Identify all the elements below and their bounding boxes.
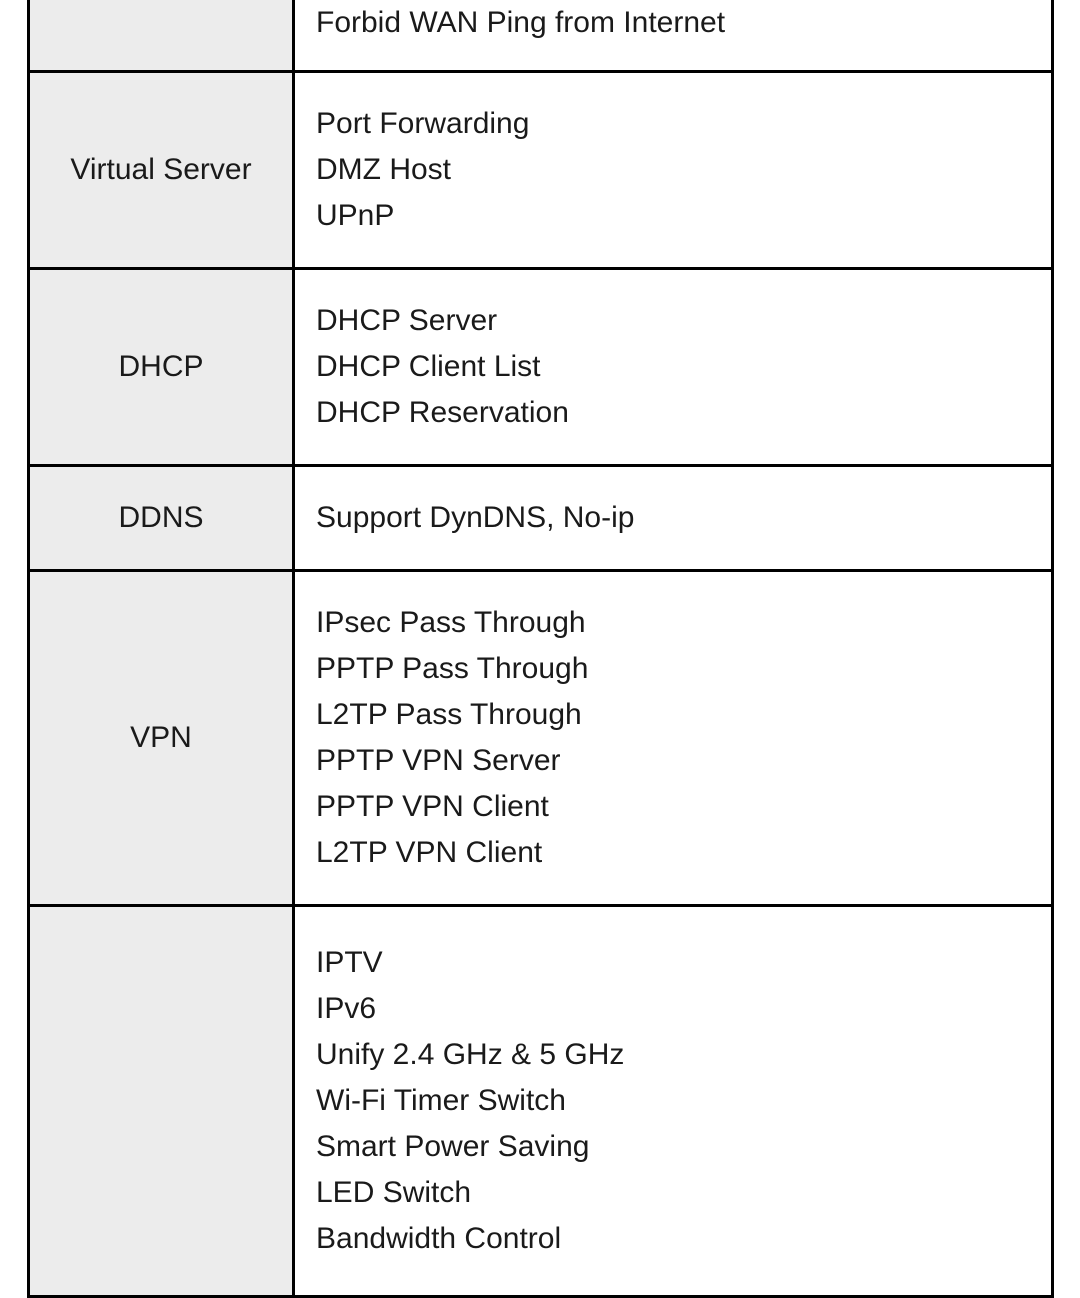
spec-item: IPv6 [316, 992, 377, 1025]
spec-values-cell: DHCP Server DHCP Client List DHCP Reserv… [295, 270, 1051, 464]
spec-item: IPsec Pass Through [316, 606, 586, 639]
spec-category-label: DHCP [118, 350, 204, 383]
spec-item: Port Forwarding [316, 107, 530, 140]
spec-item: DHCP Client List [316, 350, 541, 383]
spec-row: DDNS Support DynDNS, No-ip [30, 464, 1051, 569]
spec-item: Unify 2.4 GHz & 5 GHz [316, 1038, 625, 1071]
spec-category-label: DDNS [118, 501, 204, 534]
spec-row: Virtual Server Port Forwarding DMZ Host … [30, 70, 1051, 267]
spec-row: Forbid WAN Ping from Internet [30, 0, 1051, 70]
spec-item: LED Switch [316, 1176, 472, 1209]
spec-values-cell: Support DynDNS, No-ip [295, 467, 1051, 569]
spec-row: VPN IPsec Pass Through PPTP Pass Through… [30, 569, 1051, 904]
spec-values-cell: IPsec Pass Through PPTP Pass Through L2T… [295, 572, 1051, 904]
spec-category-cell: Virtual Server [30, 73, 295, 267]
spec-item: UPnP [316, 199, 395, 232]
spec-category-cell: VPN [30, 572, 295, 904]
spec-category-label: VPN [130, 721, 192, 754]
spec-item: DHCP Server [316, 304, 498, 337]
spec-category-label: Virtual Server [70, 153, 252, 186]
spec-item: PPTP VPN Server [316, 744, 561, 777]
spec-values-cell: Forbid WAN Ping from Internet [295, 0, 1051, 70]
spec-item: Smart Power Saving [316, 1130, 590, 1163]
spec-item: Support DynDNS, No-ip [316, 501, 635, 534]
spec-values-cell: Port Forwarding DMZ Host UPnP [295, 73, 1051, 267]
spec-category-cell: DHCP [30, 270, 295, 464]
spec-item: Forbid WAN Ping from Internet [316, 6, 726, 39]
spec-item: Bandwidth Control [316, 1222, 562, 1255]
spec-item: IPTV [316, 946, 383, 979]
spec-row: IPTV IPv6 Unify 2.4 GHz & 5 GHz Wi-Fi Ti… [30, 904, 1051, 1295]
spec-item: PPTP Pass Through [316, 652, 589, 685]
spec-category-cell [30, 907, 295, 1295]
spec-item: DMZ Host [316, 153, 451, 186]
spec-item: DHCP Reservation [316, 396, 569, 429]
spec-item: Wi-Fi Timer Switch [316, 1084, 566, 1117]
spec-item: L2TP Pass Through [316, 698, 582, 731]
spec-item: L2TP VPN Client [316, 836, 543, 869]
spec-category-cell [30, 0, 295, 70]
spec-item: PPTP VPN Client [316, 790, 549, 823]
spec-values-cell: IPTV IPv6 Unify 2.4 GHz & 5 GHz Wi-Fi Ti… [295, 907, 1051, 1295]
spec-category-cell: DDNS [30, 467, 295, 569]
spec-row: DHCP DHCP Server DHCP Client List DHCP R… [30, 267, 1051, 464]
specifications-table: Forbid WAN Ping from Internet Virtual Se… [27, 0, 1054, 1298]
